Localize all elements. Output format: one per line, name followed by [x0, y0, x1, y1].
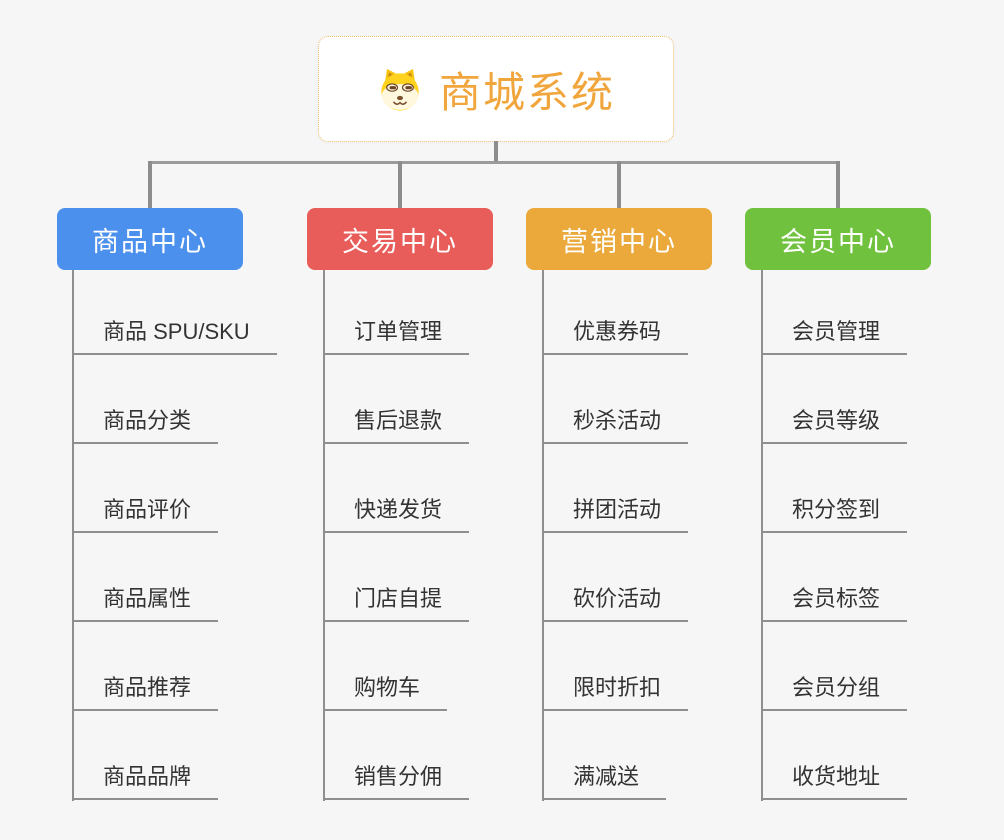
connector-root-stub [494, 141, 498, 162]
trunk-line-marketing [542, 270, 544, 801]
leaf-item[interactable]: 拼团活动 [542, 497, 689, 533]
leaf-item[interactable]: 会员等级 [761, 408, 908, 444]
leaf-item[interactable]: 积分签到 [761, 497, 908, 533]
dog-icon [377, 66, 423, 112]
connector-drop-3 [617, 161, 621, 208]
root-title: 商城系统 [438, 68, 615, 116]
trunk-line-member [761, 270, 763, 801]
leaf-item[interactable]: 订单管理 [323, 319, 470, 355]
leaf-item[interactable]: 商品属性 [72, 586, 219, 622]
branch-node-member-center[interactable]: 会员中心 [745, 208, 931, 270]
leaf-item[interactable]: 会员管理 [761, 319, 908, 355]
leaf-item[interactable]: 销售分佣 [323, 764, 470, 800]
leaf-item[interactable]: 会员分组 [761, 675, 908, 711]
leaf-item[interactable]: 满减送 [542, 764, 667, 800]
leaf-item[interactable]: 商品推荐 [72, 675, 219, 711]
branch-node-marketing-center[interactable]: 营销中心 [526, 208, 712, 270]
leaf-item[interactable]: 购物车 [323, 675, 448, 711]
branch-node-trade-center[interactable]: 交易中心 [307, 208, 493, 270]
leaf-item[interactable]: 收货地址 [761, 764, 908, 800]
leaf-item[interactable]: 会员标签 [761, 586, 908, 622]
leaf-item[interactable]: 商品评价 [72, 497, 219, 533]
root-node[interactable]: 商城系统 [318, 36, 674, 142]
trunk-line-trade [323, 270, 325, 801]
connector-drop-2 [398, 161, 402, 208]
leaf-item[interactable]: 商品 SPU/SKU [72, 319, 277, 355]
leaf-item[interactable]: 商品品牌 [72, 764, 219, 800]
leaf-item[interactable]: 商品分类 [72, 408, 219, 444]
leaf-item[interactable]: 秒杀活动 [542, 408, 689, 444]
leaf-item[interactable]: 限时折扣 [542, 675, 689, 711]
branch-node-product-center[interactable]: 商品中心 [57, 208, 243, 270]
trunk-line-product [72, 270, 74, 801]
connector-drop-1 [148, 161, 152, 208]
leaf-item[interactable]: 门店自提 [323, 586, 470, 622]
connector-bus [149, 161, 840, 164]
leaf-item[interactable]: 砍价活动 [542, 586, 689, 622]
leaf-item[interactable]: 优惠券码 [542, 319, 689, 355]
leaf-item[interactable]: 快递发货 [323, 497, 470, 533]
connector-drop-4 [836, 161, 840, 208]
leaf-item[interactable]: 售后退款 [323, 408, 470, 444]
